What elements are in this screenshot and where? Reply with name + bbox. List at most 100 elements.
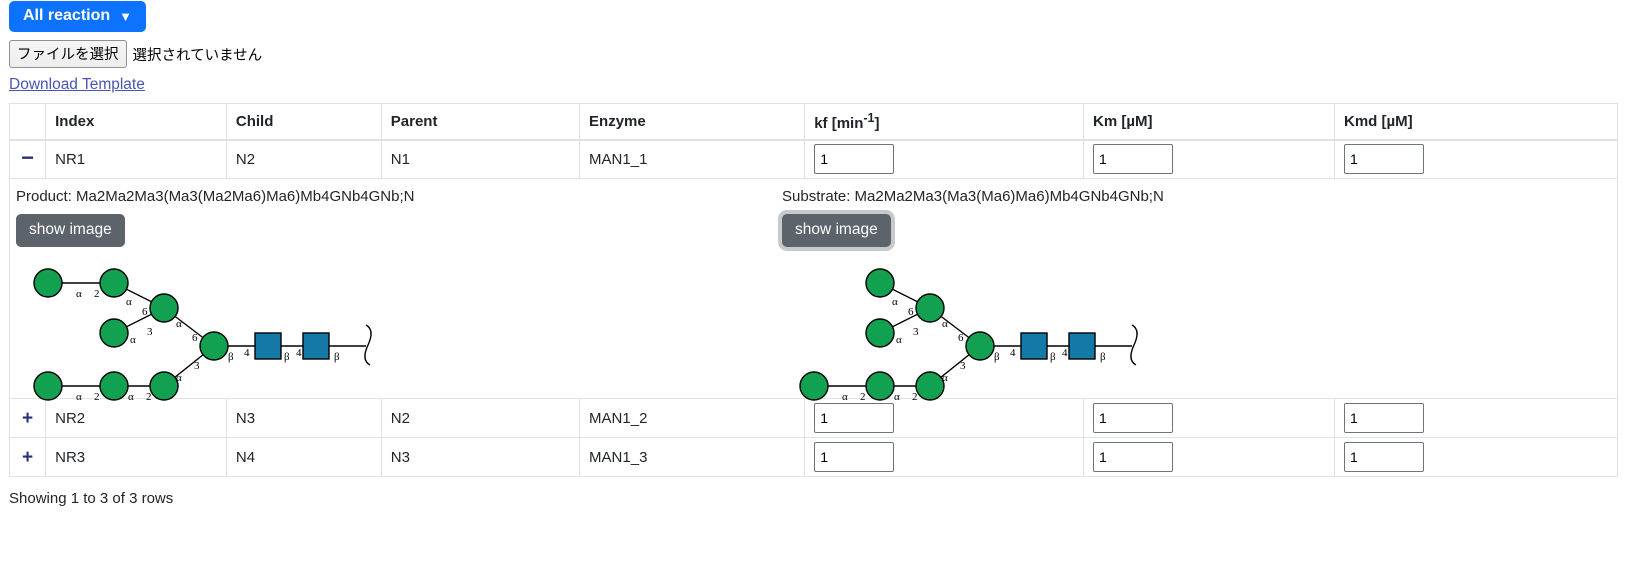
chevron-down-icon: ▼: [119, 8, 133, 24]
reaction-table: Index Child Parent Enzyme kf [min-1] Km …: [8, 103, 1619, 477]
cell-km: [1083, 139, 1335, 179]
detail-panel: Product: Ma2Ma2Ma3(Ma3(Ma2Ma6)Ma6)Mb4GNb…: [10, 179, 1617, 401]
mannose-node: [99, 268, 129, 298]
kmd-input[interactable]: [1343, 442, 1424, 472]
kf-input[interactable]: [814, 442, 895, 472]
svg-text:4: 4: [1062, 347, 1068, 359]
svg-text:6: 6: [958, 332, 964, 344]
product-pane: Product: Ma2Ma2Ma3(Ma3(Ma2Ma6)Ma6)Mb4GNb…: [16, 179, 414, 401]
svg-text:α: α: [126, 296, 132, 308]
cell-kf: [804, 437, 1085, 477]
cell-index: NR3: [45, 437, 227, 477]
mannose-node: [865, 371, 895, 401]
svg-text:α: α: [942, 372, 948, 384]
kf-exponent: -1: [863, 110, 875, 125]
toolbar: All reaction ▼ ファイルを選択 選択されていません Downloa…: [0, 0, 1625, 94]
svg-text:2: 2: [860, 391, 866, 401]
table-header: Index Child Parent Enzyme kf [min-1] Km …: [8, 103, 1619, 141]
km-input[interactable]: [1093, 442, 1174, 472]
svg-text:3: 3: [194, 360, 200, 372]
svg-text:2: 2: [94, 391, 100, 401]
cell-kmd: [1333, 139, 1619, 179]
table-row: − NR1 N2 N1 MAN1_1: [8, 139, 1619, 179]
mannose-node: [865, 268, 895, 298]
cell-child: N4: [225, 437, 382, 477]
col-header-parent[interactable]: Parent: [380, 103, 581, 141]
svg-text:α: α: [176, 318, 182, 330]
mannose-node: [33, 268, 63, 298]
svg-text:β: β: [1050, 351, 1056, 363]
table-header-row: Index Child Parent Enzyme kf [min-1] Km …: [8, 103, 1619, 141]
svg-text:α: α: [128, 391, 134, 401]
cell-child: N2: [225, 139, 382, 179]
svg-text:β: β: [284, 351, 290, 363]
mannose-node: [33, 371, 63, 401]
mannose-node: [99, 371, 129, 401]
cell-parent: N3: [380, 437, 581, 477]
kf-input[interactable]: [814, 144, 895, 175]
svg-text:α: α: [894, 391, 900, 401]
svg-text:α: α: [76, 391, 82, 401]
mannose-node: [149, 371, 179, 401]
mannose-node: [799, 371, 829, 401]
cell-enzyme: MAN1_2: [579, 398, 806, 438]
cell-km: [1083, 437, 1335, 477]
table-row: + NR2 N3 N2 MAN1_2: [8, 398, 1619, 438]
cell-index: NR1: [45, 139, 227, 179]
col-header-enzyme[interactable]: Enzyme: [579, 103, 806, 141]
glcnac-node: [1068, 332, 1096, 360]
cell-enzyme: MAN1_1: [579, 139, 806, 179]
svg-text:α: α: [942, 318, 948, 330]
rows-summary: Showing 1 to 3 of 3 rows: [9, 490, 174, 507]
cell-enzyme: MAN1_3: [579, 437, 806, 477]
mannose-node: [965, 331, 995, 361]
svg-text:α: α: [896, 334, 902, 346]
all-reaction-dropdown-button[interactable]: All reaction ▼: [9, 1, 147, 32]
file-status-label: 選択されていません: [132, 47, 263, 64]
product-glycan-diagram: α2 α6 α3 α6 α3 α2 α2 β4 β4 β: [33, 268, 372, 401]
cell-km: [1083, 398, 1335, 438]
svg-text:3: 3: [913, 326, 919, 338]
mannose-node: [865, 318, 895, 348]
svg-text:6: 6: [142, 306, 148, 318]
kmd-input[interactable]: [1343, 403, 1424, 433]
svg-text:3: 3: [147, 326, 153, 338]
col-header-km[interactable]: Km [µM]: [1083, 103, 1335, 141]
svg-text:β: β: [334, 351, 340, 363]
col-header-kf[interactable]: kf [min-1]: [804, 103, 1085, 141]
row-expand-toggle[interactable]: +: [8, 398, 47, 438]
row-collapse-toggle[interactable]: −: [8, 139, 47, 179]
cell-kmd: [1333, 398, 1619, 438]
col-header-index[interactable]: Index: [45, 103, 227, 141]
svg-text:β: β: [994, 351, 1000, 363]
choose-file-button[interactable]: ファイルを選択: [9, 40, 127, 68]
svg-text:6: 6: [192, 332, 198, 344]
svg-text:3: 3: [960, 360, 966, 372]
svg-text:2: 2: [912, 391, 918, 401]
kf-input[interactable]: [814, 403, 895, 433]
svg-text:α: α: [842, 391, 848, 401]
kmd-input[interactable]: [1343, 144, 1424, 175]
col-header-kmd[interactable]: Kmd [µM]: [1333, 103, 1619, 141]
col-header-child[interactable]: Child: [225, 103, 382, 141]
km-input[interactable]: [1093, 144, 1174, 175]
cell-child: N3: [225, 398, 382, 438]
cell-parent: N1: [380, 139, 581, 179]
cell-kf: [804, 139, 1085, 179]
svg-text:β: β: [1100, 351, 1106, 363]
product-show-image-button[interactable]: show image: [16, 214, 125, 247]
substrate-show-image-button[interactable]: show image: [782, 214, 891, 247]
row-expand-toggle[interactable]: +: [8, 437, 47, 477]
table-body: − NR1 N2 N1 MAN1_1: [8, 139, 1619, 477]
svg-text:α: α: [176, 372, 182, 384]
svg-text:2: 2: [94, 288, 100, 300]
km-input[interactable]: [1093, 403, 1174, 433]
svg-text:α: α: [130, 334, 136, 346]
svg-text:2: 2: [146, 391, 152, 401]
mannose-node: [915, 293, 945, 323]
substrate-label: Substrate: Ma2Ma2Ma3(Ma3(Ma6)Ma6)Mb4GNb4…: [782, 188, 1164, 205]
plus-icon: +: [22, 446, 34, 468]
glcnac-node: [1020, 332, 1048, 360]
download-template-link[interactable]: Download Template: [9, 76, 145, 93]
